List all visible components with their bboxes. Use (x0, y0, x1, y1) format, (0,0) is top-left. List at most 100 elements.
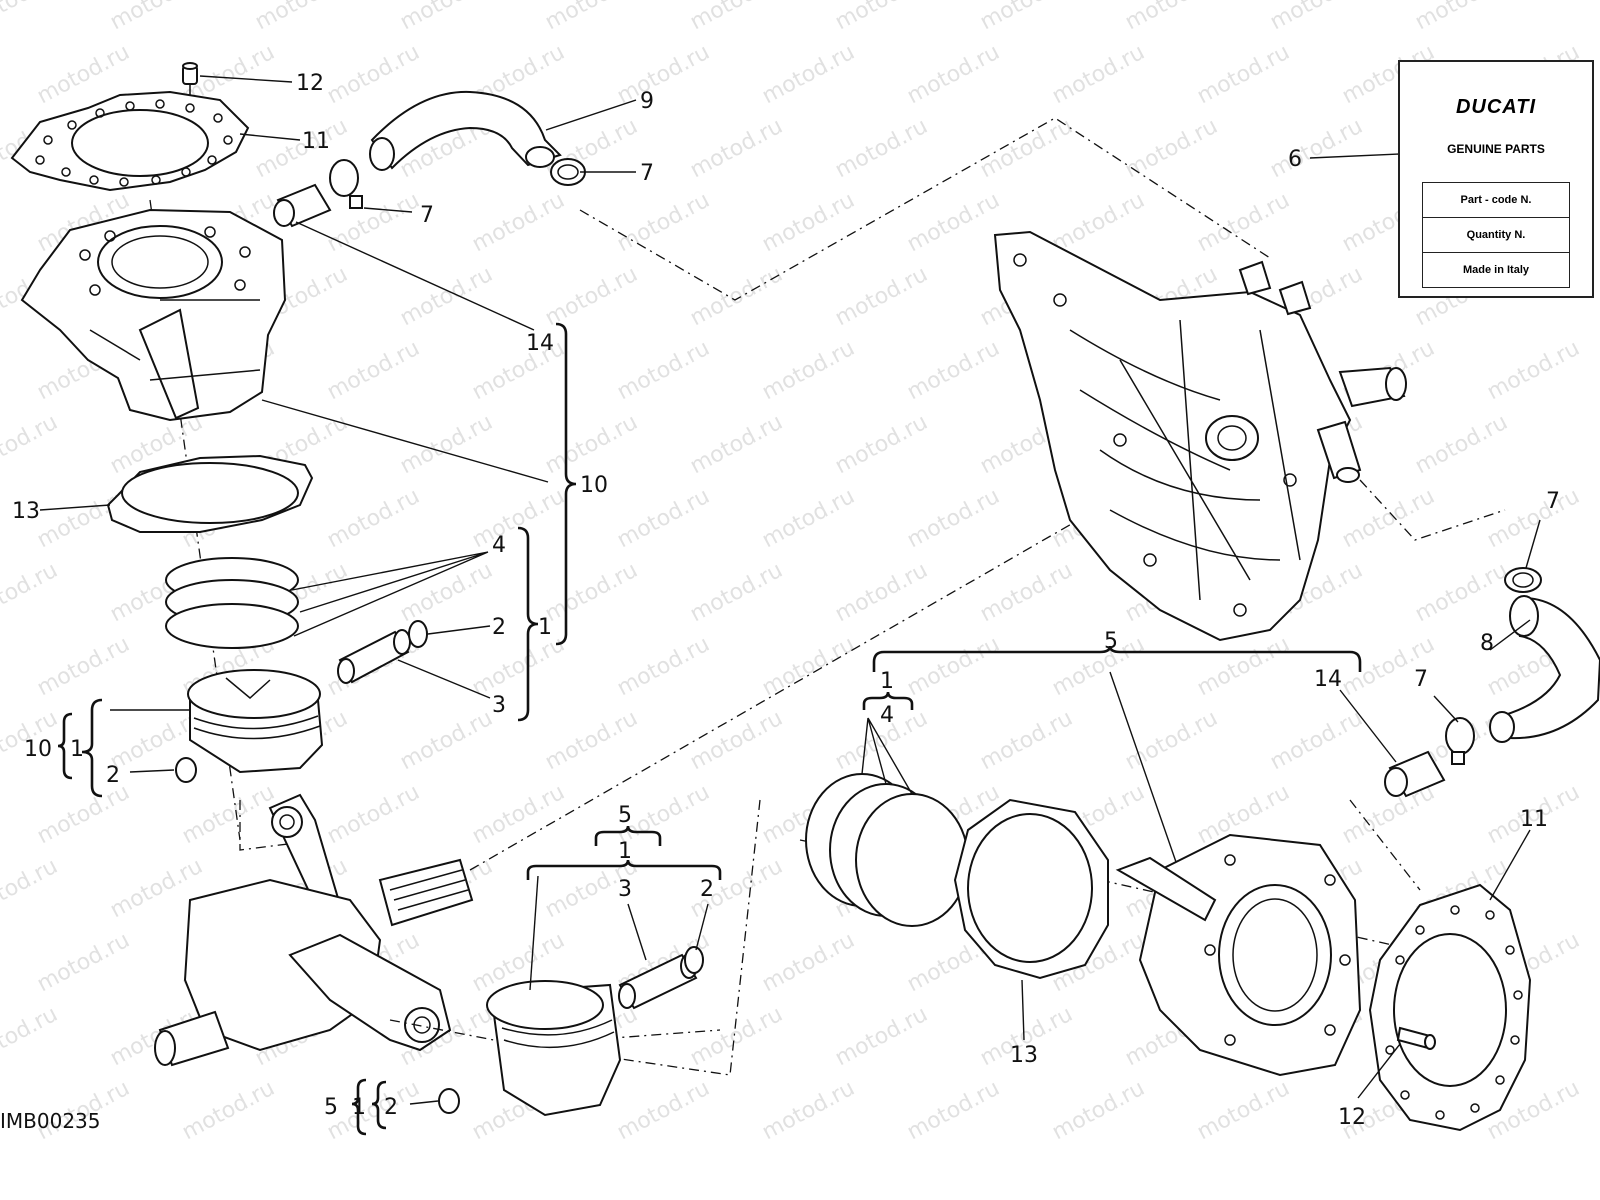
callout-1-bottom: 1 (352, 1095, 366, 1120)
callout-5-center: 5 (618, 803, 632, 828)
coolant-hose-9 (369, 90, 562, 171)
head-gasket-11 (10, 90, 250, 192)
watermark-text: motod.ru (686, 262, 787, 331)
watermark-text: motod.ru (323, 40, 424, 109)
dowel-pin-12-lower (1396, 1026, 1436, 1050)
callout-1-top: 1 (538, 615, 552, 640)
watermark-text: motod.ru (1411, 0, 1512, 35)
watermark-text: motod.ru (758, 632, 859, 701)
watermark-text: motod.ru (1266, 0, 1367, 35)
head-gasket-11-lower (1368, 883, 1532, 1132)
watermark-text: motod.ru (758, 40, 859, 109)
watermark-text: motod.ru (613, 484, 714, 553)
callout-1-left: 1 (70, 737, 84, 762)
piston-1-lower (486, 980, 622, 1117)
watermark-text: motod.ru (323, 336, 424, 405)
watermark-text: motod.ru (33, 632, 134, 701)
hose-fitting-14a (273, 183, 332, 228)
callout-7-top-right: 7 (640, 161, 654, 186)
callout-3-center: 3 (618, 877, 632, 902)
coolant-hose-8 (1489, 595, 1600, 743)
watermark-text: motod.ru (541, 0, 642, 35)
base-gasket-13 (106, 454, 314, 533)
hose-clamp-7a (329, 159, 363, 209)
callout-7-right-top: 7 (1546, 489, 1560, 514)
callout-2-bottom: 2 (384, 1095, 398, 1120)
watermark-text: motod.ru (396, 706, 497, 775)
watermark-text: motod.ru (903, 336, 1004, 405)
watermark-text: motod.ru (1193, 632, 1294, 701)
watermark-text: motod.ru (1048, 632, 1149, 701)
bracket-group (57, 322, 1362, 1136)
callout-7-right: 7 (1414, 667, 1428, 692)
callout-4-right: 4 (880, 703, 894, 728)
watermark-text: motod.ru (323, 484, 424, 553)
watermark-text: motod.ru (1048, 1076, 1149, 1145)
callout-13-bottom: 13 (1010, 1043, 1038, 1068)
watermark-text: motod.ru (541, 410, 642, 479)
watermark-text: motod.ru (468, 484, 569, 553)
watermark-text: motod.ru (831, 262, 932, 331)
callout-4-top: 4 (492, 533, 506, 558)
callout-2-left: 2 (106, 763, 120, 788)
watermark-text: motod.ru (0, 1002, 62, 1071)
callout-1-right: 1 (880, 669, 894, 694)
watermark-text: motod.ru (251, 0, 352, 35)
watermark-text: motod.ru (686, 0, 787, 35)
watermark-text: motod.ru (758, 484, 859, 553)
circlip-2-upper (408, 620, 428, 648)
watermark-text: motod.ru (976, 558, 1077, 627)
watermark-text: motod.ru (396, 262, 497, 331)
watermark-text: motod.ru (613, 188, 714, 257)
watermark-text: motod.ru (903, 484, 1004, 553)
watermark-text: motod.ru (758, 188, 859, 257)
hose-fitting-14b (1384, 750, 1446, 798)
watermark-text: motod.ru (758, 928, 859, 997)
watermark-text: motod.ru (0, 854, 62, 923)
part-code-row: Part - code N. (1423, 183, 1569, 218)
watermark-text: motod.ru (468, 780, 569, 849)
watermark-text: motod.ru (396, 410, 497, 479)
piston-pin-3 (337, 629, 411, 684)
circlip-2-lower (175, 757, 197, 783)
watermark-text: motod.ru (758, 336, 859, 405)
callout-labels: 12 11 9 7 7 6 14 10 13 4 2 1 3 10 1 2 7 … (12, 71, 1560, 1130)
watermark-text: motod.ru (541, 706, 642, 775)
leader-lines (39, 75, 1541, 1105)
watermark-text: motod.ru (396, 0, 497, 35)
hose-clamp-7b (550, 158, 586, 186)
watermark-text: motod.ru (106, 0, 207, 35)
callout-1-center: 1 (618, 839, 632, 864)
watermark-text: motod.ru (1193, 40, 1294, 109)
watermark-text: motod.ru (323, 780, 424, 849)
watermark-text: motod.ru (613, 632, 714, 701)
callout-9: 9 (640, 89, 654, 114)
watermark-text: motod.ru (686, 114, 787, 183)
watermark-text: motod.ru (903, 632, 1004, 701)
watermark-text: motod.ru (976, 706, 1077, 775)
watermark-text: motod.ru (1266, 114, 1367, 183)
watermark-text: motod.ru (686, 410, 787, 479)
watermark-text: motod.ru (831, 1002, 932, 1071)
watermark-text: motod.ru (1266, 706, 1367, 775)
dash-route-diagonal (469, 449, 1201, 871)
watermark-text: motod.ru (541, 262, 642, 331)
watermark-text: motod.ru (396, 558, 497, 627)
piston-rings-4 (165, 557, 299, 649)
watermark-text: motod.ru (178, 780, 279, 849)
watermark-text: motod.ru (976, 0, 1077, 35)
watermark-text: motod.ru (0, 410, 62, 479)
watermark-text: motod.ru (831, 558, 932, 627)
callout-11-right: 11 (1520, 807, 1548, 832)
watermark-text: motod.ru (686, 706, 787, 775)
watermark-text: motod.ru (1048, 188, 1149, 257)
watermark-text: motod.ru (831, 114, 932, 183)
watermark-text: motod.ru (33, 928, 134, 997)
circlip-2-bottom (438, 1088, 460, 1114)
genuine-parts-label-card: DUCATI GENUINE PARTS Part - code N. Quan… (1398, 60, 1594, 298)
watermark-text: motod.ru (323, 188, 424, 257)
watermark-text: motod.ru (0, 0, 62, 35)
callout-7-top-left: 7 (420, 203, 434, 228)
watermark-text: motod.ru (1121, 706, 1222, 775)
callout-2-center: 2 (700, 877, 714, 902)
